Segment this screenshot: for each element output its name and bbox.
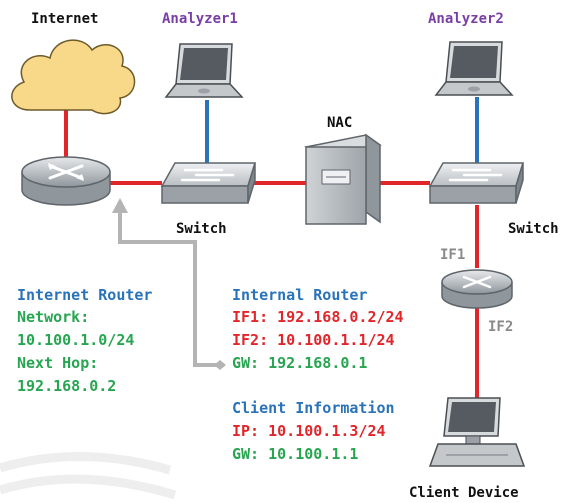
network-links-blue — [205, 97, 479, 165]
internet-router-title: Internet Router — [17, 286, 153, 304]
internal-router-if1: IF1: 192.168.0.2/24 — [232, 308, 404, 326]
switch-icon — [160, 162, 257, 204]
switch-left-label: Switch — [176, 221, 227, 237]
if2-label: IF2 — [488, 319, 514, 335]
internet-router-next-hop-label: Next Hop: — [17, 354, 99, 372]
nac-label: NAC — [327, 115, 353, 131]
internet-router-network-value: 10.100.1.0/24 — [17, 331, 135, 349]
internet-label: Internet — [31, 11, 99, 27]
laptop-icon — [164, 43, 244, 98]
router-icon — [21, 156, 111, 206]
client-info-title: Client Information — [232, 399, 395, 417]
route-arrow — [112, 198, 226, 370]
switch-right-label: Switch — [508, 221, 559, 237]
internet-router-network-label: Network: — [17, 308, 90, 326]
internal-router-if2: IF2: 10.100.1.1/24 — [232, 331, 395, 349]
internal-router-gw: GW: 192.168.0.1 — [232, 354, 368, 372]
analyzer2-label: Analyzer2 — [428, 11, 504, 27]
switch-icon — [428, 162, 525, 204]
client-info-gw: GW: 10.100.1.1 — [232, 445, 359, 463]
cloud-icon — [11, 39, 136, 115]
client-info-ip: IP: 10.100.1.3/24 — [232, 422, 386, 440]
laptop-icon — [434, 41, 514, 96]
router-icon — [441, 269, 513, 309]
internet-router-next-hop-value: 192.168.0.2 — [17, 377, 117, 395]
if1-label: IF1 — [440, 247, 466, 263]
server-icon — [304, 133, 382, 225]
background-arc-decoration — [0, 452, 177, 500]
network-links-red — [64, 110, 479, 398]
analyzer1-label: Analyzer1 — [162, 11, 238, 27]
internal-router-title: Internal Router — [232, 286, 368, 304]
client-device-label: Client Device — [409, 485, 519, 501]
desktop-computer-icon — [428, 397, 526, 467]
